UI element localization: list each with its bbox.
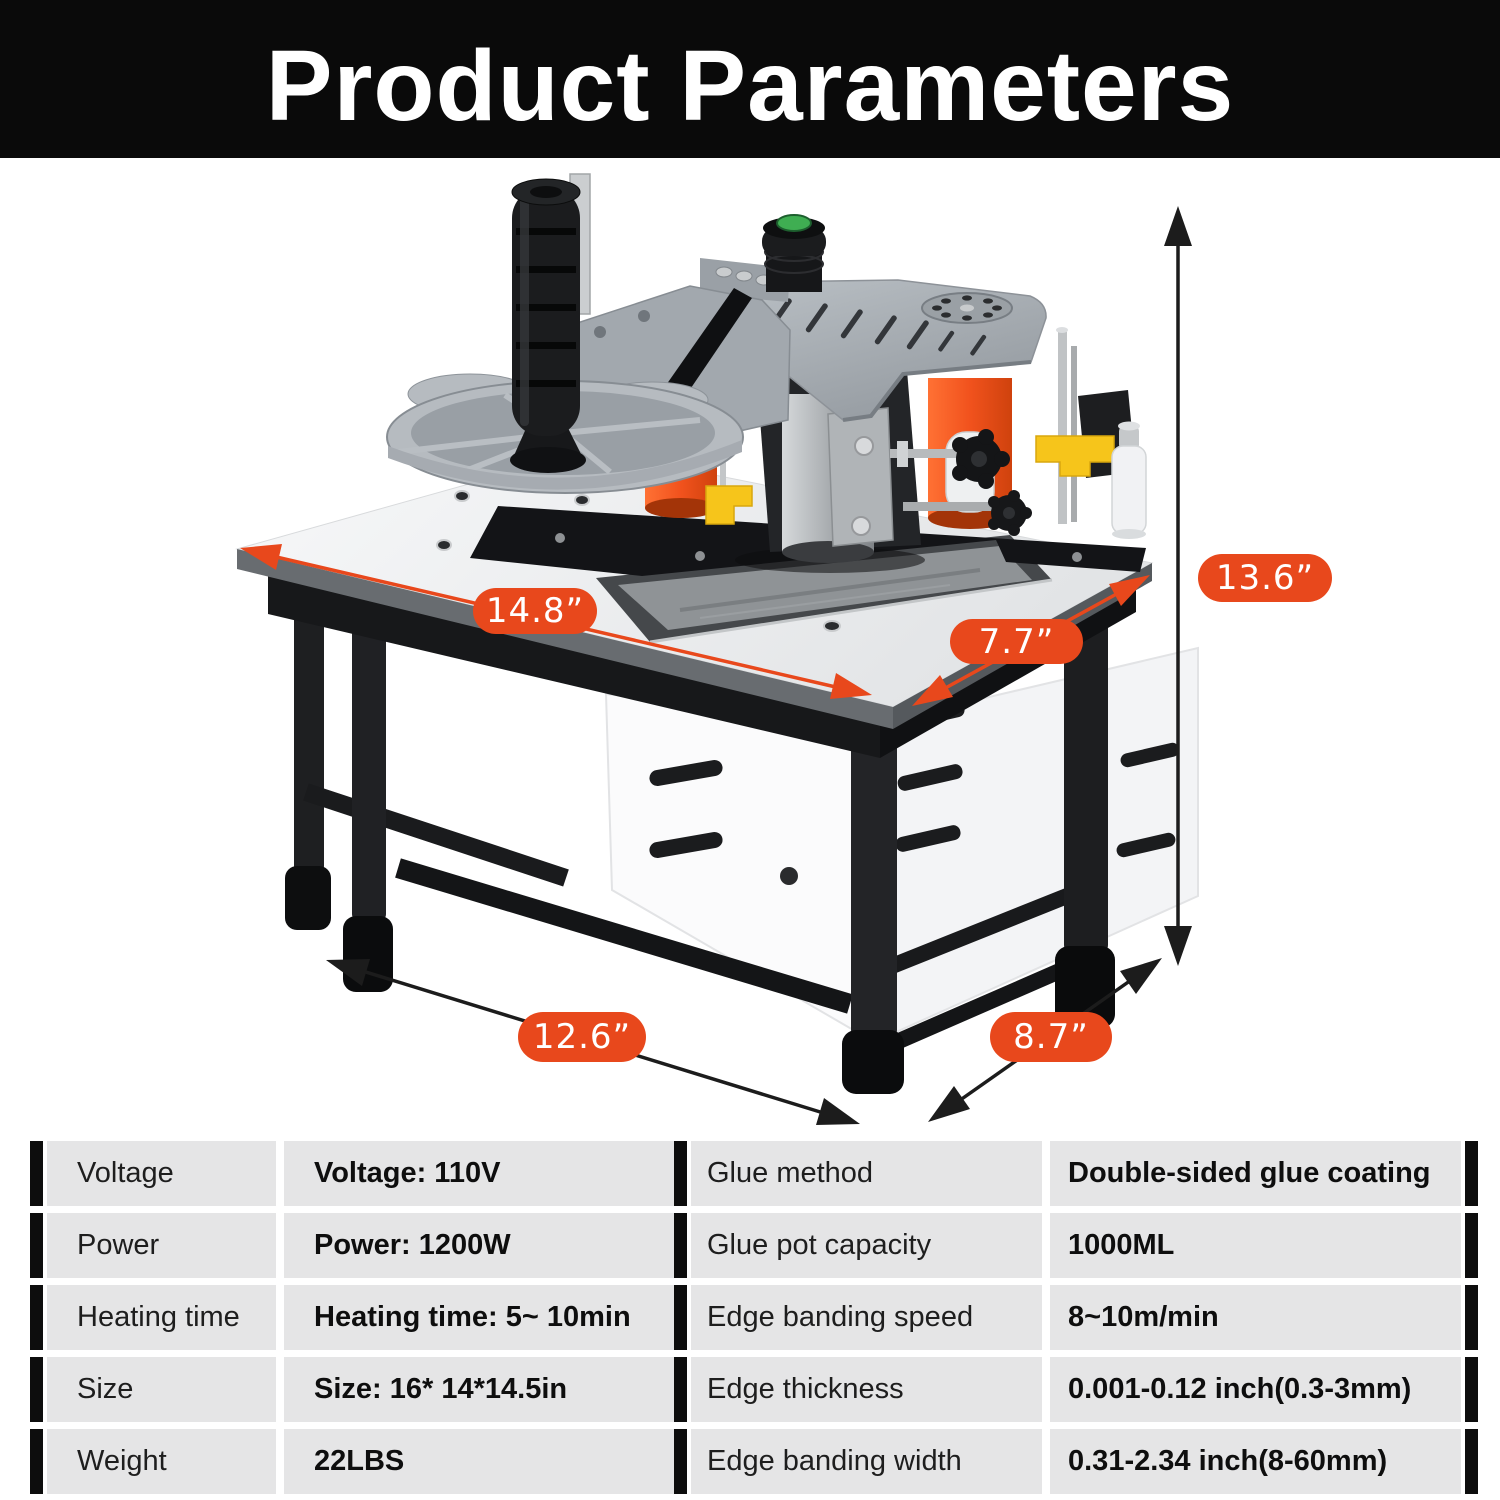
row-accent-bar (674, 1357, 687, 1422)
yellow-guide-block (705, 485, 753, 525)
spec-table-left-column: Voltage Voltage: 110V Power Power: 1200W… (30, 1141, 674, 1494)
spec-label: Edge banding speed (691, 1285, 1042, 1350)
table-legs (343, 600, 1115, 1094)
spec-value: Power: 1200W (284, 1213, 674, 1278)
height-arrow (1164, 206, 1192, 966)
work-table (235, 449, 1199, 1094)
pressure-handle (511, 173, 591, 436)
row-accent-bar (30, 1357, 43, 1422)
row-accent-bar (30, 1141, 43, 1206)
spec-label: Power (47, 1213, 276, 1278)
motor-assembly (757, 370, 921, 563)
dimension-badge-base-width: 12.6” (518, 1012, 646, 1062)
spec-value: 22LBS (284, 1429, 674, 1494)
spec-value: 8~10m/min (1050, 1285, 1461, 1350)
table-row: Weight 22LBS (30, 1429, 674, 1494)
dimension-badge-table-width: 14.8” (473, 588, 597, 634)
row-accent-bar (1465, 1357, 1478, 1422)
row-accent-bar (674, 1141, 687, 1206)
row-accent-bar (30, 1429, 43, 1494)
dimension-badge-base-depth: 8.7” (990, 1012, 1112, 1062)
motor-hood (720, 279, 1047, 422)
power-indicator-green (776, 214, 812, 232)
row-accent-bar (1465, 1285, 1478, 1350)
spec-label: Size (47, 1357, 276, 1422)
spec-value: 0.001-0.12 inch(0.3-3mm) (1050, 1357, 1461, 1422)
spec-value: Double-sided glue coating (1050, 1141, 1461, 1206)
yellow-clamp (1035, 435, 1115, 477)
depth-measure-line (912, 575, 1150, 706)
spec-label: Edge banding width (691, 1429, 1042, 1494)
spec-label: Voltage (47, 1141, 276, 1206)
spec-value: 0.31-2.34 inch(8-60mm) (1050, 1429, 1461, 1494)
row-accent-bar (674, 1429, 687, 1494)
parts-tray (386, 373, 744, 494)
table-row: Heating time Heating time: 5~ 10min (30, 1285, 674, 1350)
edge-banding-machine (386, 173, 1147, 576)
spec-label: Weight (47, 1429, 276, 1494)
table-row: Edge banding width 0.31-2.34 inch(8-60mm… (674, 1429, 1478, 1494)
dimension-badge-table-depth: 7.7” (950, 619, 1083, 664)
table-row: Edge banding speed 8~10m/min (674, 1285, 1478, 1350)
table-row: Edge thickness 0.001-0.12 inch(0.3-3mm) (674, 1357, 1478, 1422)
dimension-badge-height: 13.6” (1198, 554, 1332, 602)
spec-label: Glue pot capacity (691, 1213, 1042, 1278)
fan-grille (921, 292, 1013, 324)
spec-label: Heating time (47, 1285, 276, 1350)
keyhole (780, 867, 798, 885)
row-accent-bar (1465, 1213, 1478, 1278)
spec-label: Edge thickness (691, 1357, 1042, 1422)
spec-table: Voltage Voltage: 110V Power Power: 1200W… (30, 1141, 1478, 1494)
row-accent-bar (30, 1285, 43, 1350)
table-row: Glue method Double-sided glue coating (674, 1141, 1478, 1206)
row-accent-bar (30, 1213, 43, 1278)
spec-table-right-column: Glue method Double-sided glue coating Gl… (674, 1141, 1478, 1494)
row-accent-bar (1465, 1429, 1478, 1494)
spec-label: Glue method (691, 1141, 1042, 1206)
row-accent-bar (674, 1213, 687, 1278)
vent-slits (769, 298, 987, 356)
table-row: Glue pot capacity 1000ML (674, 1213, 1478, 1278)
spec-value: Voltage: 110V (284, 1141, 674, 1206)
header-banner: Product Parameters (0, 0, 1500, 158)
page-title: Product Parameters (265, 29, 1235, 142)
dimension-annotations (240, 206, 1192, 1125)
spec-value: 1000ML (1050, 1213, 1461, 1278)
glue-bottle (1111, 421, 1147, 539)
glue-pot (700, 214, 826, 302)
spec-value: Heating time: 5~ 10min (284, 1285, 674, 1350)
table-row: Voltage Voltage: 110V (30, 1141, 674, 1206)
feed-channel-recess (596, 535, 1053, 644)
table-row: Size Size: 16* 14*14.5in (30, 1357, 674, 1422)
row-accent-bar (1465, 1141, 1478, 1206)
edge-guide-assembly (890, 327, 1147, 539)
table-row: Power Power: 1200W (30, 1213, 674, 1278)
row-accent-bar (674, 1285, 687, 1350)
spec-value: Size: 16* 14*14.5in (284, 1357, 674, 1422)
